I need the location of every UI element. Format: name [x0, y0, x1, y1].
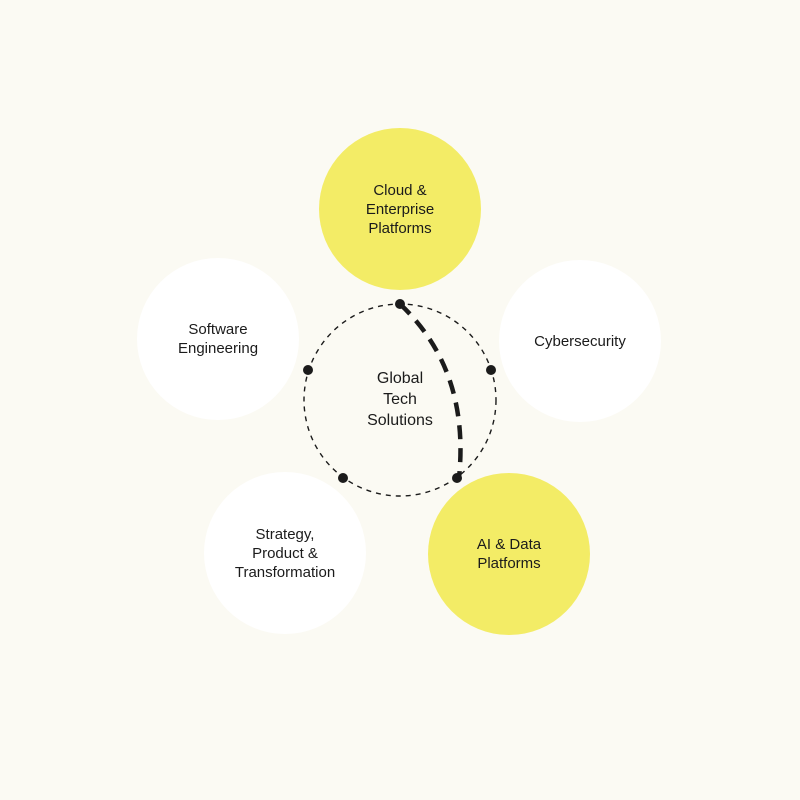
orbit-dot-cloud — [395, 299, 405, 309]
node-cloud-enterprise-platforms: Cloud & Enterprise Platforms — [319, 128, 481, 290]
node-label: Software Engineering — [177, 321, 259, 357]
node-cybersecurity: Cybersecurity — [499, 260, 661, 422]
node-ai-data-platforms: AI & Data Platforms — [428, 473, 590, 635]
orbit-dot-cybersecurity — [486, 365, 496, 375]
orbit-dot-strategy — [338, 473, 348, 483]
node-label: Cloud & Enterprise Platforms — [365, 181, 435, 237]
node-label: Strategy, Product & Transformation — [234, 525, 336, 581]
hub-label: Global Tech Solutions — [367, 370, 433, 429]
orbit-dot-software — [303, 365, 313, 375]
node-label: Cybersecurity — [534, 332, 626, 350]
orbit-dot-ai — [452, 473, 462, 483]
node-software-engineering: Software Engineering — [137, 258, 299, 420]
node-strategy-product-transformation: Strategy, Product & Transformation — [204, 472, 366, 634]
node-label: AI & Data Platforms — [476, 536, 542, 572]
